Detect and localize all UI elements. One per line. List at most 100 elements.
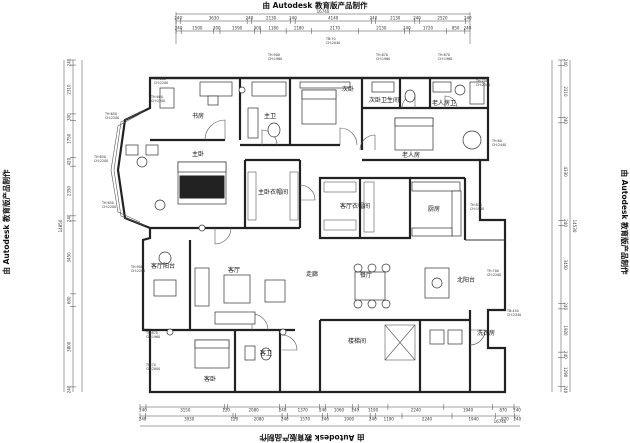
note: TH:870 bbox=[375, 53, 388, 57]
dim-value: 240 bbox=[464, 26, 472, 31]
dim-value: 2310 bbox=[67, 84, 72, 95]
room-living-balcony: 客厅阳台 bbox=[151, 262, 175, 270]
dim-value: 1940 bbox=[469, 417, 480, 422]
dim-value: 2350 bbox=[67, 185, 72, 196]
dim-value: 240 bbox=[403, 26, 411, 31]
dim-value: 240 bbox=[563, 219, 568, 227]
kitchen-counters bbox=[411, 181, 462, 237]
dim-value: 240 bbox=[563, 385, 568, 393]
dim-value: 240 bbox=[67, 385, 72, 393]
elder-bed bbox=[394, 117, 482, 151]
watermark-right: 由 Autodesk 教育版产品制作 bbox=[620, 169, 630, 275]
dim-value: 240 bbox=[351, 408, 359, 413]
dim-value: 240 bbox=[67, 58, 72, 66]
room-master-closet: 主卧衣帽间 bbox=[258, 188, 288, 196]
bay-window bbox=[110, 109, 146, 227]
bay-chairs bbox=[125, 144, 159, 168]
dim-value: 1060 bbox=[334, 408, 345, 413]
dim-left-overall: 14850 bbox=[58, 219, 63, 232]
note: CH:2040 bbox=[326, 41, 340, 45]
dim-value: 240 bbox=[279, 408, 287, 413]
note: TH:870 bbox=[437, 53, 450, 57]
note: TH:870 bbox=[145, 331, 158, 335]
dim-value: 2240 bbox=[422, 417, 433, 422]
dim-value: 240 bbox=[563, 116, 568, 124]
walls bbox=[116, 76, 507, 394]
room-elder-bath: 老人房卫 bbox=[432, 99, 456, 107]
dim-value: 240 bbox=[413, 16, 421, 21]
dim-value: 2080 bbox=[249, 408, 260, 413]
dim-value: 240 bbox=[563, 59, 568, 67]
dim-value: 1370 bbox=[298, 408, 309, 413]
dim-value: 1290 bbox=[563, 367, 568, 378]
dim-value: 240 bbox=[174, 16, 182, 21]
note: CH:2200 bbox=[151, 99, 165, 103]
watermark-left: 由 Autodesk 教育版产品制作 bbox=[1, 169, 11, 275]
note: CH:2200 bbox=[487, 273, 501, 277]
balcony-table bbox=[153, 251, 177, 297]
note: TH:70 bbox=[145, 363, 156, 367]
note: CH:2800 bbox=[146, 367, 160, 371]
room-master-bath: 主卫 bbox=[264, 112, 276, 120]
room-elder-room: 老人房 bbox=[402, 151, 420, 159]
stairwell-lines bbox=[384, 324, 416, 361]
note: CH:2200 bbox=[154, 81, 168, 85]
room-kitchen: 厨房 bbox=[428, 205, 440, 213]
dim-value: 240 bbox=[563, 351, 568, 359]
note: TH:650 bbox=[93, 155, 106, 159]
note: CH:2200 bbox=[105, 116, 119, 120]
dim-bottom-overall: 16740 bbox=[494, 419, 507, 424]
room-living-closet: 客厅衣帽间 bbox=[340, 202, 370, 210]
dim-value: 240 bbox=[321, 417, 329, 422]
living-sofa bbox=[194, 267, 286, 325]
room-dining: 餐厅 bbox=[360, 271, 372, 279]
dim-value: 2130 bbox=[390, 16, 401, 21]
note: TH:900 bbox=[267, 53, 280, 57]
dim-value: 2310 bbox=[563, 86, 568, 97]
room-living: 客厅 bbox=[228, 266, 240, 274]
room-labels: 书房 主卫 次卧 次卧卫生间 老人房卫 老人房 主卧 主卧衣帽间 客厅衣帽间 厨… bbox=[151, 85, 495, 383]
dim-value: 240 bbox=[514, 417, 522, 422]
master-closet-shelves bbox=[247, 171, 299, 221]
dim-value: 240 bbox=[319, 408, 327, 413]
dim-value: 240 bbox=[464, 16, 472, 21]
dim-value: 240 bbox=[175, 26, 183, 31]
dim-value: 3800 bbox=[67, 341, 72, 352]
room-stairwell: 楼梯间 bbox=[348, 337, 366, 345]
second-bed bbox=[299, 81, 351, 125]
note: TH:700 bbox=[475, 79, 488, 83]
note: CH:2200 bbox=[476, 83, 490, 87]
dining-table bbox=[353, 263, 391, 309]
dim-value: 870 bbox=[501, 417, 509, 422]
living-closet-shelves bbox=[323, 181, 375, 233]
room-guest-room: 客卧 bbox=[204, 375, 216, 383]
dim-value: 240 bbox=[281, 417, 289, 422]
opening-notes: TH:600 CH:2200 TH:900 CH:1960 TH:600 CH:… bbox=[93, 37, 521, 371]
note: TH:650 bbox=[104, 112, 117, 116]
note: TB:450 bbox=[506, 309, 519, 313]
note: CH:2200 bbox=[102, 205, 116, 209]
guest-bed bbox=[194, 339, 230, 369]
dim-value: 1750 bbox=[67, 133, 72, 144]
dim-top-overall: 16740 bbox=[317, 9, 330, 14]
note: CH:1960 bbox=[268, 57, 282, 61]
laundry-fixtures bbox=[429, 329, 463, 345]
north-balcony-island bbox=[424, 267, 450, 299]
dim-value: 1900 bbox=[344, 417, 355, 422]
dim-value: 240 bbox=[513, 408, 521, 413]
room-corridor: 走廊 bbox=[306, 270, 318, 278]
note: TH:650 bbox=[101, 201, 114, 205]
dim-value: 1940 bbox=[463, 408, 474, 413]
dim-value: 300 bbox=[254, 26, 262, 31]
dim-value: 120 bbox=[231, 417, 239, 422]
note: TH:60 bbox=[491, 139, 502, 143]
dim-right-overall: 14530 bbox=[572, 220, 577, 233]
